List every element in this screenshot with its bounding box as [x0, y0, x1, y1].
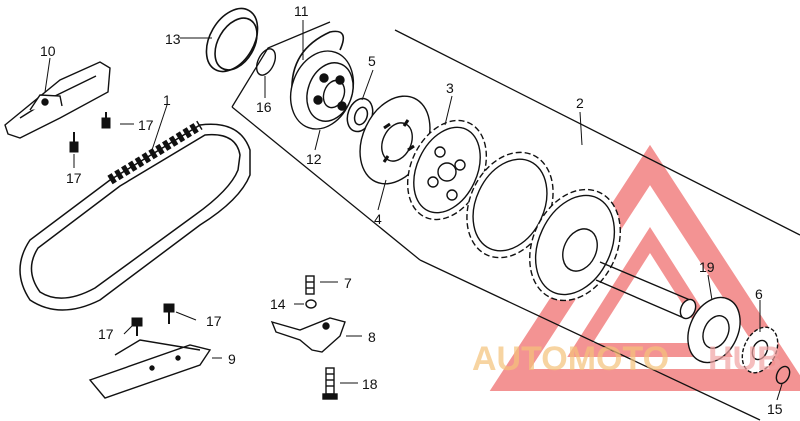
part-2-gear-cluster: [466, 151, 697, 320]
callout-15: 15: [767, 401, 783, 417]
callout-labels: 10 1 13 11 16 5 3 2 12 4 19 6 15 17 17 1…: [40, 3, 783, 417]
callout-17-a: 17: [138, 117, 154, 133]
part-16-circlip: [255, 48, 277, 76]
part-6-small-gear: [741, 326, 779, 374]
leader-lines: [44, 20, 783, 401]
bolt-17-c: [131, 317, 143, 336]
callout-1: 1: [163, 92, 171, 108]
bolt-17-b: [69, 132, 79, 153]
assembly-frame: [231, 21, 800, 421]
callout-16: 16: [256, 99, 272, 115]
callout-3: 3: [446, 80, 454, 96]
callout-6: 6: [755, 286, 763, 302]
callout-18: 18: [362, 376, 378, 392]
part-12-bearing-hub: [289, 50, 355, 130]
callout-9: 9: [228, 351, 236, 367]
part-18-bolt: [322, 367, 338, 400]
part-7-screw: [305, 275, 315, 295]
callout-19: 19: [699, 259, 715, 275]
bolt-17-d: [163, 303, 175, 324]
part-11-snap-ring: [291, 30, 345, 93]
part-1-primary-chain: [19, 120, 251, 311]
callout-2: 2: [576, 95, 584, 111]
watermark: AUTOMOTO HUB: [472, 340, 782, 378]
watermark-text-part2: HUB: [708, 340, 782, 378]
part-8-bracket: [270, 317, 346, 353]
callout-8: 8: [368, 329, 376, 345]
part-14-washer: [305, 299, 317, 309]
bolt-17-a: [101, 112, 111, 129]
part-3-sprocket: [406, 119, 488, 221]
callout-17-d: 17: [206, 313, 222, 329]
callout-7: 7: [344, 275, 352, 291]
part-19-bearing: [687, 296, 741, 364]
callout-12: 12: [306, 151, 322, 167]
callout-10: 10: [40, 43, 56, 59]
callout-11: 11: [294, 3, 309, 19]
callout-17-c: 17: [98, 326, 114, 342]
part-13-ring: [205, 7, 259, 73]
callout-5: 5: [368, 53, 376, 69]
callout-14: 14: [270, 296, 286, 312]
part-10-chain-guide: [4, 61, 111, 139]
watermark-text-part1: AUTOMOTO: [472, 340, 669, 378]
callout-17-b: 17: [66, 170, 82, 186]
part-15-clip: [775, 365, 791, 385]
callout-4: 4: [374, 211, 382, 227]
part-9-lower-guide: [88, 339, 212, 399]
callout-13: 13: [165, 31, 181, 47]
